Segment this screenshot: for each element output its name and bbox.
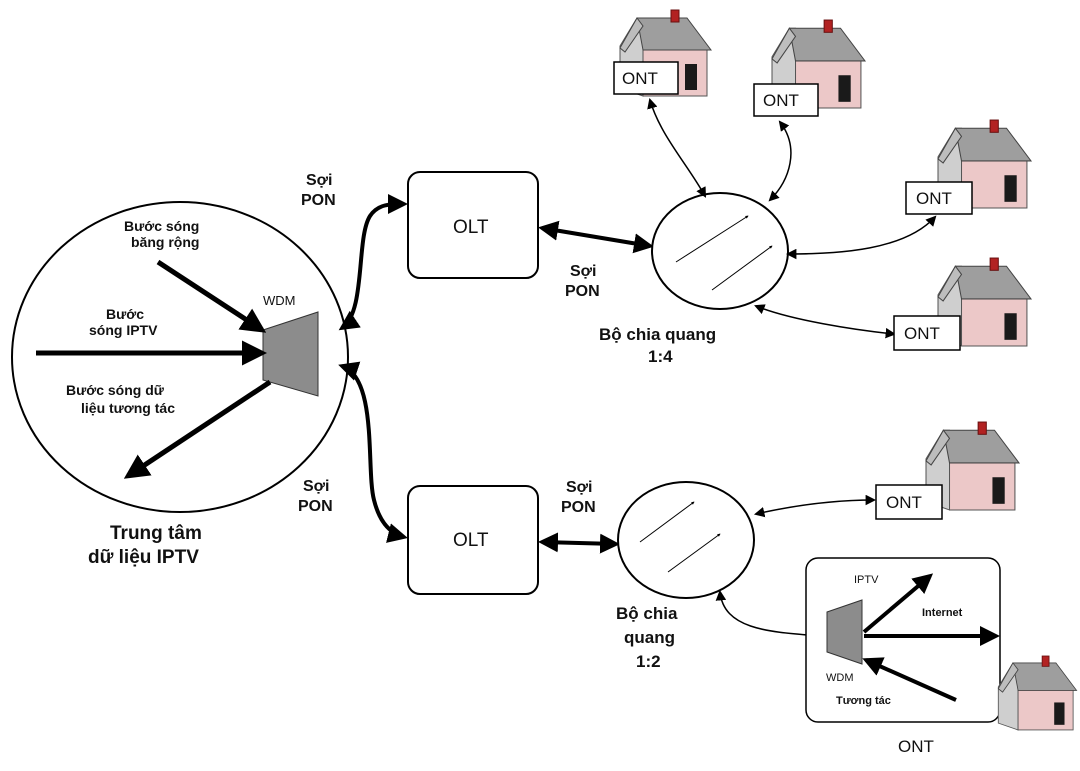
fiber-label-4-line1: Sợi (566, 479, 593, 496)
ont-label-4: ONT (904, 324, 940, 343)
fiber-label-1-line2: PON (301, 192, 336, 209)
fiber-label-3-line2: PON (298, 498, 333, 515)
link-house-1 (647, 97, 707, 198)
ont-label-3: ONT (916, 189, 952, 208)
ont-label-5: ONT (886, 493, 922, 512)
fiber-label-2-line1: Sợi (570, 263, 597, 280)
home-internet-label: Internet (922, 607, 963, 619)
interactive-label-1: Bước sóng dữ (66, 382, 165, 398)
home-iptv-arrow (862, 573, 934, 634)
splitter-top-label-2: 1:4 (648, 347, 673, 366)
ont-box-4 (893, 315, 961, 351)
fiber-label-2-line2: PON (565, 283, 600, 300)
splitter-bottom-label-1: Bộ chia (616, 604, 678, 623)
home-interactive-arrow (862, 657, 957, 702)
link-house-3 (785, 215, 937, 260)
broadband-label-2: băng rộng (131, 234, 199, 250)
link-house-4 (754, 304, 897, 339)
link-house-5 (753, 494, 877, 518)
wdm-center-icon (262, 311, 319, 397)
wdm-center-label: WDM (263, 293, 296, 308)
wdm-home-icon (826, 599, 863, 665)
ont-label-1: ONT (622, 69, 658, 88)
fiber-to-olt-top (338, 194, 408, 331)
olt-bottom-to-splitter (538, 532, 620, 554)
ont-label-2: ONT (763, 91, 799, 110)
ont-box-1 (613, 61, 679, 95)
house-6-icon (997, 655, 1078, 731)
data-center-group: WDM Bước sóng băng rộng Bước sóng IPTV B… (11, 201, 349, 568)
home-wdm-label: WDM (826, 672, 854, 684)
olt-bottom-label: OLT (453, 530, 489, 551)
interactive-label-2: liệu tương tác (81, 400, 175, 416)
fiber-label-4-line2: PON (561, 499, 596, 516)
home-box: IPTV Internet WDM Tương tác (805, 557, 1001, 723)
fiber-to-olt-bottom (338, 361, 408, 543)
home-interactive-label: Tương tác (836, 695, 891, 707)
olt-top-label: OLT (453, 217, 489, 238)
splitter-top (651, 192, 789, 310)
data-center-title-2: dữ liệu IPTV (88, 547, 199, 568)
data-center-ellipse (11, 201, 349, 513)
fiber-label-1-line1: Sợi (306, 172, 333, 189)
data-center-title-1: Trung tâm (110, 523, 202, 544)
broadband-arrow (156, 259, 267, 333)
fiber-label-3-line1: Sợi (303, 478, 330, 495)
olt-bottom: OLT (407, 485, 539, 595)
splitter-bottom-label-3: 1:2 (636, 652, 661, 671)
ont-box-3 (905, 181, 973, 215)
iptv-label-2: sóng IPTV (89, 322, 158, 338)
ont-box-5 (875, 484, 943, 520)
splitter-bottom (617, 481, 755, 599)
home-iptv-label: IPTV (854, 574, 879, 586)
olt-top-to-splitter (538, 220, 654, 254)
olt-top: OLT (407, 171, 539, 279)
splitter-top-label-1: Bộ chia quang (599, 325, 716, 344)
iptv-label-1: Bước (106, 306, 144, 322)
broadband-label-1: Bước sóng (124, 218, 199, 234)
link-home-box (715, 589, 823, 641)
link-house-2 (768, 120, 792, 202)
interactive-arrow (123, 379, 272, 479)
home-ont-label: ONT (898, 737, 934, 756)
splitter-bottom-label-2: quang (624, 628, 675, 647)
ont-box-2 (753, 83, 819, 117)
